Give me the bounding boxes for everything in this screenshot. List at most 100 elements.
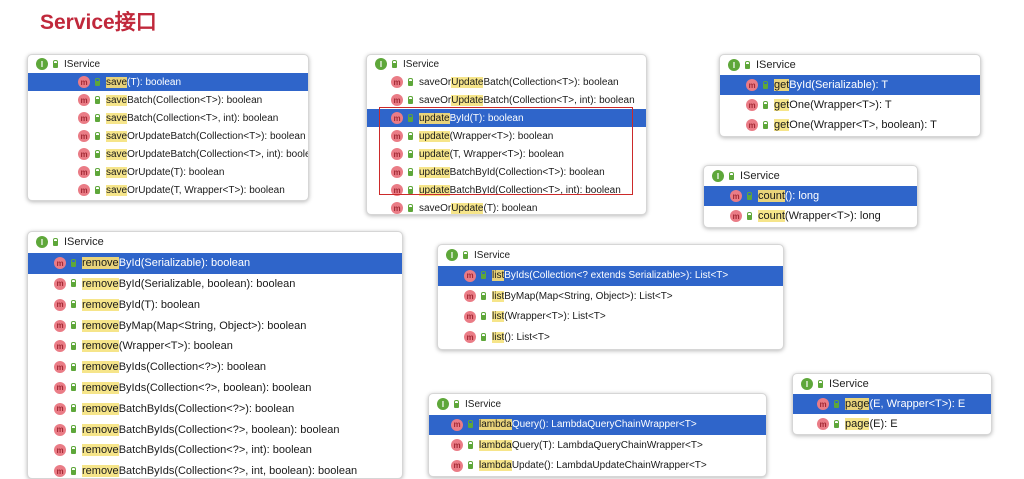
method-icon: m bbox=[54, 444, 66, 457]
panel-header-label: IService bbox=[756, 59, 796, 71]
method-icon: m bbox=[817, 398, 829, 410]
method-icon: m bbox=[730, 190, 742, 202]
method-signature: OrUpdate(T, Wrapper<T>): boolean bbox=[127, 184, 285, 196]
method-signature: OrUpdateBatch(Collection<T>, int): boole… bbox=[127, 148, 309, 160]
method-icon: m bbox=[391, 148, 403, 160]
method-name-match: update bbox=[419, 112, 450, 124]
method-icon: m bbox=[464, 310, 476, 323]
method-name-match: list bbox=[492, 290, 505, 302]
method-signature: BatchById(Collection<T>, int): boolean bbox=[449, 184, 621, 196]
method-signature: Update(): LambdaUpdateChainWrapper<T> bbox=[511, 460, 707, 472]
method-icon: m bbox=[78, 166, 90, 178]
method-name-match: remove bbox=[82, 257, 119, 270]
method-icon: m bbox=[78, 76, 90, 88]
method-name-prefix: saveOr bbox=[419, 94, 452, 106]
interface-icon: I bbox=[375, 58, 387, 70]
page-title: Service接口 bbox=[40, 11, 157, 34]
lock-icon bbox=[408, 95, 413, 104]
interface-icon: I bbox=[712, 170, 724, 182]
method-icon: m bbox=[54, 340, 66, 353]
method-signature: OrUpdateBatch(Collection<T>): boolean bbox=[127, 130, 306, 142]
lock-icon bbox=[481, 291, 486, 300]
method-name-match: remove bbox=[82, 340, 119, 353]
method-icon: m bbox=[54, 465, 66, 478]
method-name-match: save bbox=[106, 184, 128, 196]
lock-icon bbox=[747, 211, 752, 220]
method-icon: m bbox=[464, 269, 476, 282]
lock-icon bbox=[71, 404, 76, 413]
panel-header-label: IService bbox=[465, 398, 502, 410]
lock-icon bbox=[763, 80, 768, 89]
method-icon: m bbox=[78, 94, 90, 106]
method-name-prefix: saveOr bbox=[419, 76, 452, 88]
method-name-match: remove bbox=[82, 319, 119, 332]
lock-icon bbox=[834, 399, 839, 408]
method-signature: (T): boolean bbox=[483, 202, 538, 214]
method-name-match: Update bbox=[451, 76, 484, 88]
lock-icon bbox=[71, 258, 76, 267]
method-icon: m bbox=[78, 130, 90, 142]
method-name-match: remove bbox=[82, 402, 119, 415]
lock-icon bbox=[71, 321, 76, 330]
method-signature: (): List<T> bbox=[504, 331, 550, 343]
method-signature: (T): boolean bbox=[127, 76, 182, 88]
lock-icon bbox=[763, 120, 768, 129]
panel-header-label: IService bbox=[64, 236, 104, 249]
method-name-match: remove bbox=[82, 277, 119, 290]
method-signature: ById(Serializable, boolean): boolean bbox=[118, 277, 296, 290]
method-signature: One(Wrapper<T>, boolean): T bbox=[789, 119, 937, 131]
method-icon: m bbox=[54, 402, 66, 415]
method-signature: Batch(Collection<T>, int): boolean bbox=[127, 112, 279, 124]
method-name-match: lambda bbox=[479, 419, 512, 431]
highlight-box bbox=[379, 107, 633, 195]
lock-icon bbox=[408, 131, 413, 140]
lock-icon bbox=[468, 461, 473, 470]
method-name-match: list bbox=[492, 331, 505, 343]
lock-icon bbox=[71, 362, 76, 371]
